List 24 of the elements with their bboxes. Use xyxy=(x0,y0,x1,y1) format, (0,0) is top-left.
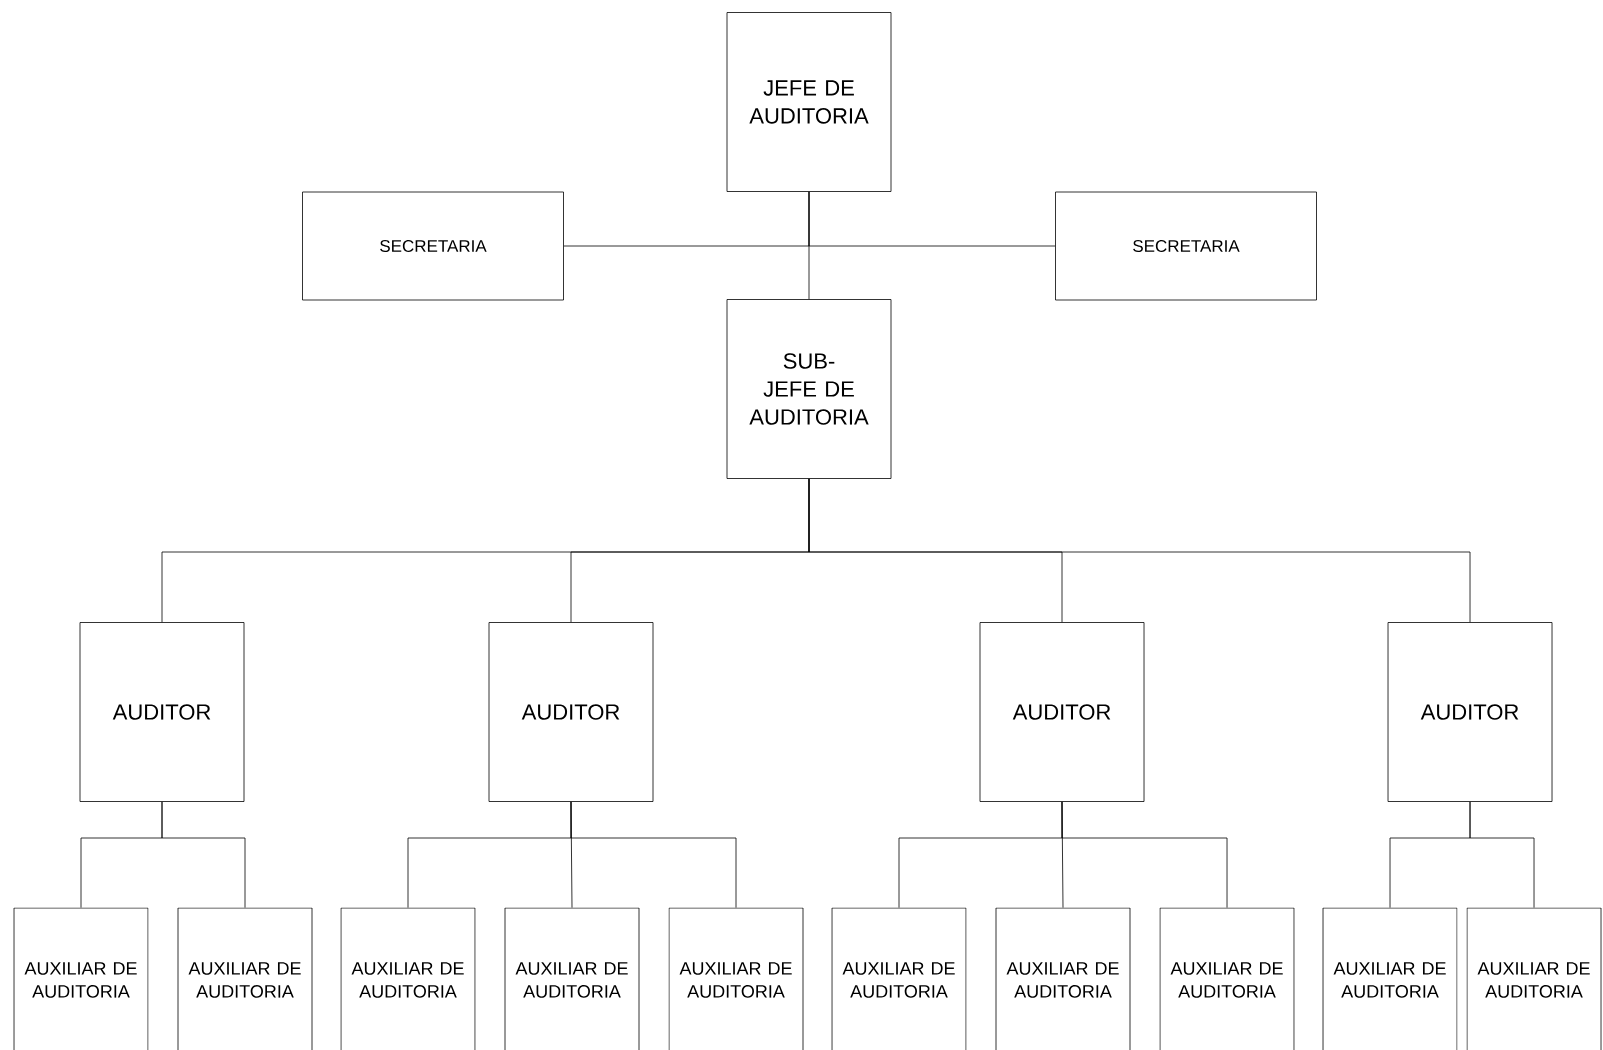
title-box: JEFE DE AUDITORIA xyxy=(726,12,892,192)
position-box: AUXILIAR DE AUDITORIA xyxy=(13,907,149,1050)
position-box: SUB-JEFE DE AUDITORIA xyxy=(726,299,892,479)
position-box: AUDITOR xyxy=(79,622,245,802)
position-box: SECRETARIA xyxy=(1055,191,1317,301)
position-box: AUDITOR xyxy=(488,622,654,802)
position-box: SECRETARIA xyxy=(302,191,564,301)
position-box: AUXILIAR DE AUDITORIA xyxy=(668,907,804,1050)
position-box: AUXILIAR DE AUDITORIA xyxy=(177,907,313,1050)
position-box: AUXILIAR DE AUDITORIA xyxy=(995,907,1131,1050)
position-box: AUDITOR xyxy=(1387,622,1553,802)
position-box: AUXILIAR DE AUDITORIA xyxy=(1322,907,1458,1050)
connector-line xyxy=(808,478,1471,623)
position-box: AUXILIAR DE AUDITORIA xyxy=(340,907,476,1050)
connector-line xyxy=(808,191,810,300)
connector-line xyxy=(570,801,737,908)
position-box: AUXILIAR DE AUDITORIA xyxy=(1466,907,1602,1050)
position-box: AUDITOR xyxy=(979,622,1145,802)
connector-line xyxy=(1061,801,1228,908)
position-box: AUXILIAR DE AUDITORIA xyxy=(504,907,640,1050)
position-box: AUXILIAR DE AUDITORIA xyxy=(1159,907,1295,1050)
position-box: AUXILIAR DE AUDITORIA xyxy=(831,907,967,1050)
connector-line xyxy=(1469,801,1535,908)
connector-line xyxy=(161,801,246,908)
